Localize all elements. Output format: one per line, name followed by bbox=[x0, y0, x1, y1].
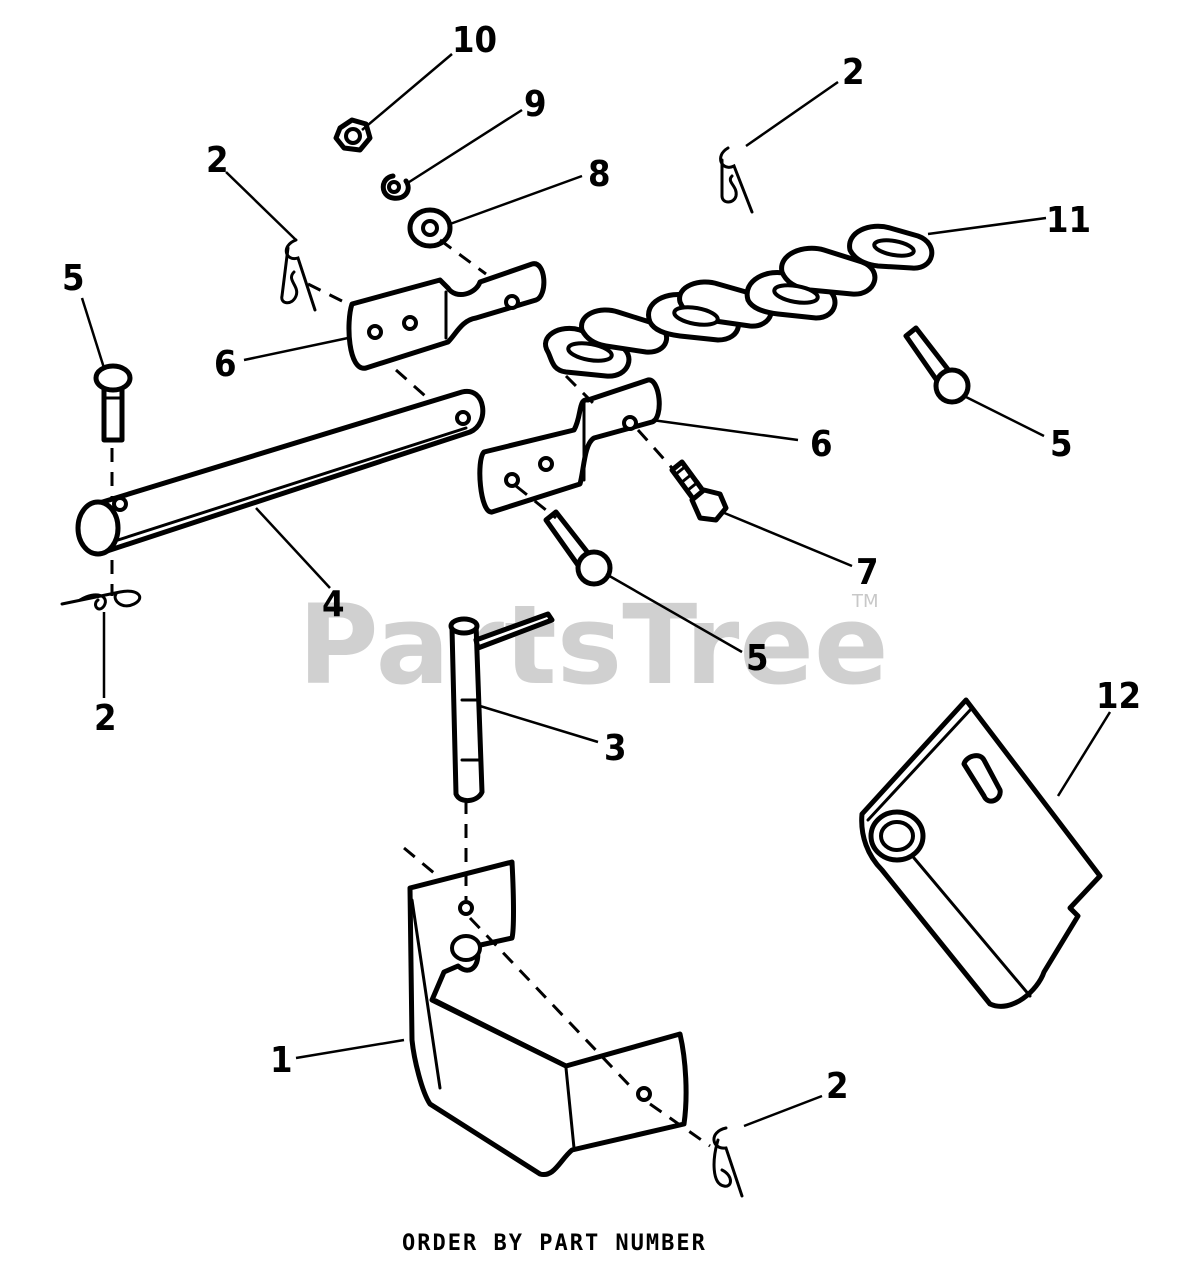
part-5-pin-right bbox=[903, 325, 971, 405]
callout-11: 11 bbox=[1046, 200, 1091, 241]
callout-1: 1 bbox=[270, 1040, 293, 1081]
leader-lines bbox=[80, 53, 1112, 1128]
callout-5-right: 5 bbox=[1050, 424, 1073, 465]
assembly-lines bbox=[110, 238, 711, 1148]
callout-2-left: 2 bbox=[94, 698, 117, 739]
callout-2-top-right: 2 bbox=[842, 52, 865, 93]
part-5-pin-center bbox=[543, 509, 613, 587]
part-1-u-bracket bbox=[407, 859, 689, 1178]
part-3-pin bbox=[448, 611, 555, 803]
part-7-bolt bbox=[669, 459, 729, 523]
callout-9: 9 bbox=[524, 84, 547, 125]
callout-7: 7 bbox=[856, 552, 879, 593]
part-2-hairpin-bottom bbox=[712, 1126, 744, 1198]
callout-2-bottom: 2 bbox=[826, 1066, 849, 1107]
callout-2-top-left: 2 bbox=[206, 140, 229, 181]
watermark-trademark: TM bbox=[851, 591, 879, 612]
part-12-bracket bbox=[859, 697, 1103, 1009]
callout-labels: 10 9 8 2 2 11 5 6 6 5 7 4 5 2 3 12 1 2 bbox=[62, 20, 1141, 1107]
part-5-pin-left bbox=[93, 363, 133, 443]
callout-5-left: 5 bbox=[62, 258, 85, 299]
part-6-plate-right bbox=[477, 377, 662, 515]
part-4-drawbar bbox=[75, 388, 486, 557]
callout-6-left: 6 bbox=[214, 344, 237, 385]
watermark: PartsTree bbox=[298, 581, 889, 709]
part-8-washer bbox=[407, 207, 453, 249]
part-10-nut bbox=[333, 117, 373, 153]
callout-10: 10 bbox=[452, 20, 497, 61]
part-6-plate-left bbox=[346, 261, 547, 371]
callout-5-center: 5 bbox=[746, 638, 769, 679]
part-9-lock-washer bbox=[380, 173, 411, 201]
callout-6-right: 6 bbox=[810, 424, 833, 465]
part-2-hairpin-top-right bbox=[719, 146, 754, 214]
part-11-chain bbox=[543, 223, 935, 379]
callout-4: 4 bbox=[322, 584, 345, 625]
callout-8: 8 bbox=[588, 154, 611, 195]
footer-order-note: ORDER BY PART NUMBER bbox=[402, 1231, 707, 1256]
callout-12: 12 bbox=[1096, 676, 1141, 717]
callout-3: 3 bbox=[604, 728, 627, 769]
part-2-hairpin-left bbox=[60, 589, 142, 611]
part-2-hairpin-top-left bbox=[280, 238, 317, 312]
